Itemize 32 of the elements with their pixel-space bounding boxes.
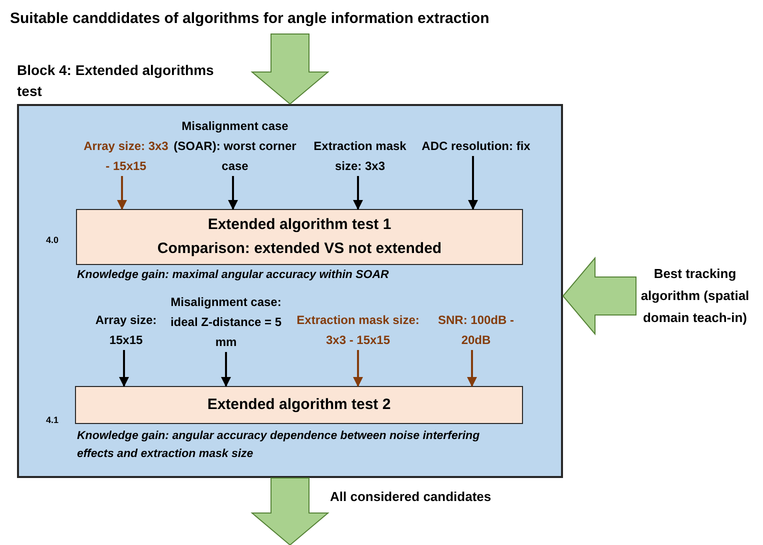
parameter-label: Array size: 15x15 — [84, 310, 168, 350]
knowledge-gain-note: Knowledge gain: angular accuracy dependence between noise interfering effects and extraction mask size — [77, 429, 481, 462]
arrow — [353, 350, 363, 387]
arrow — [467, 350, 477, 387]
test-box — [76, 209, 523, 265]
test-box — [75, 386, 523, 424]
edge-label: All considered candidates — [330, 488, 492, 506]
arrow — [117, 176, 127, 210]
block-arrow — [250, 478, 330, 545]
parameter-label: SNR: 100dB - 20dB — [428, 310, 524, 350]
arrow — [119, 350, 129, 387]
arrow — [228, 176, 238, 210]
block-arrow — [562, 256, 636, 336]
parameter-label: ADC resolution: fix — [420, 136, 532, 156]
arrow — [221, 352, 231, 387]
arrow — [353, 176, 363, 210]
step-number: 4.1 — [46, 414, 60, 427]
test-text: Extended algorithm test 2 — [207, 395, 391, 415]
parameter-label: Extraction mask size: 3x3 — [302, 136, 418, 176]
block-heading: Block 4: Extended algorithms test — [17, 61, 215, 101]
block-arrow — [250, 34, 330, 105]
parameter-label: Extraction mask size: 3x3 - 15x15 — [290, 310, 426, 350]
side-input-label: Best tracking algorithm (spatial domain teach-in) — [636, 250, 754, 342]
step-number: 4.0 — [46, 234, 60, 247]
parameter-label: Array size: 3x3 - 15x15 — [80, 136, 172, 176]
test-text: Extended algorithm test 1 — [208, 215, 392, 235]
title-text: Suitable canddidates of algorithms for angle information extraction — [10, 6, 610, 34]
test-text: Comparison: extended VS not extended — [157, 239, 442, 259]
parameter-label: Misalignment case: ideal Z-distance = 5 mm — [170, 292, 282, 352]
arrow — [468, 156, 478, 210]
parameter-label: Misalignment case (SOAR): worst corner case — [173, 116, 297, 176]
knowledge-gain-note: Knowledge gain: maximal angular accuracy within SOAR — [77, 268, 390, 283]
